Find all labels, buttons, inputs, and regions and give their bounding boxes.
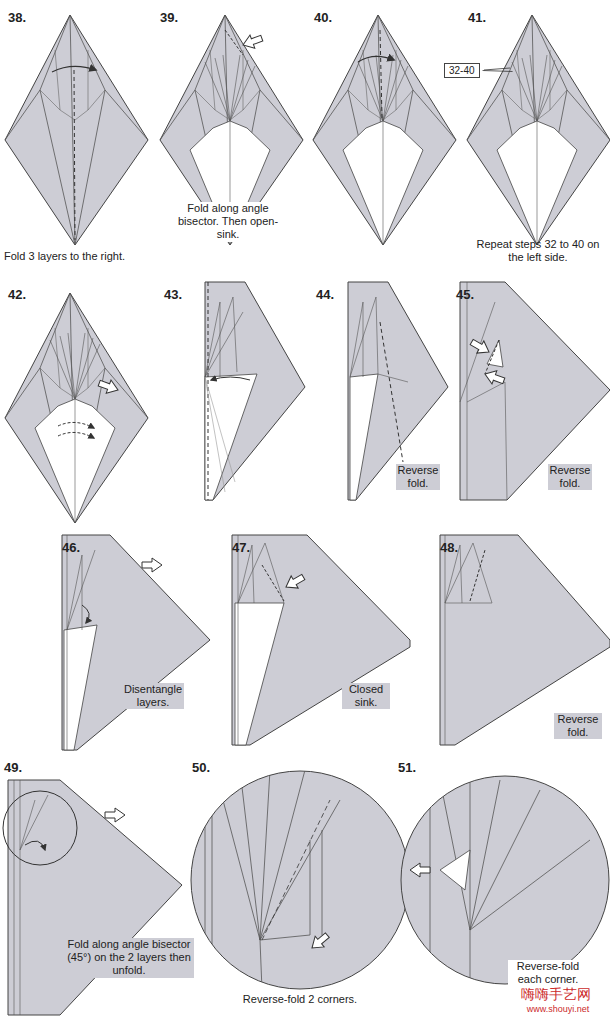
step-number: 38. [8, 10, 48, 26]
step-49 [3, 780, 182, 1015]
step-51 [401, 776, 609, 990]
instruction-text: Reverse-fold each corner. [508, 960, 588, 986]
step-39 [160, 15, 303, 245]
instruction-text: Fold 3 layers to the right. [4, 250, 164, 263]
instruction-text: Reverse-fold 2 corners. [226, 993, 374, 1006]
step-number: 39. [160, 10, 200, 26]
step-number: 44. [316, 287, 356, 303]
instruction-text: Reverse fold. [396, 464, 440, 490]
instruction-text: Fold along angle bisector (45°) on the 2… [64, 938, 194, 978]
step-number: 49. [4, 760, 44, 776]
step-reference-box: 32-40 [444, 63, 480, 78]
step-48 [440, 535, 610, 745]
instruction-text: www.shouyi.net [510, 1004, 606, 1015]
instruction-text: Fold along angle bisector. Then open-sin… [172, 202, 284, 242]
step-42 [5, 293, 148, 523]
step-number: 42. [8, 287, 48, 303]
instruction-text: Reverse fold. [554, 713, 602, 739]
step-38 [5, 15, 148, 245]
step-number: 51. [398, 760, 438, 776]
step-number: 40. [314, 10, 354, 26]
reference-text: 32-40 [449, 65, 475, 76]
step-45 [460, 282, 610, 500]
step-number: 48. [440, 540, 480, 556]
step-number: 50. [192, 760, 232, 776]
step-41 [467, 15, 610, 245]
instruction-text: Disentangle layers. [122, 683, 184, 709]
step-44 [348, 282, 448, 500]
step-40 [313, 15, 456, 245]
step-number: 47. [232, 540, 272, 556]
step-number: 41. [468, 10, 508, 26]
instruction-text: Closed sink. [342, 683, 390, 709]
instruction-text: Repeat steps 32 to 40 on the left side. [468, 238, 608, 264]
instruction-text: 嗨嗨手艺网 [506, 986, 606, 1003]
step-number: 46. [62, 540, 102, 556]
step-number: 43. [164, 287, 204, 303]
step-47 [232, 535, 410, 745]
instruction-text: Reverse fold. [548, 464, 592, 490]
step-number: 45. [456, 287, 496, 303]
leader-line [483, 71, 513, 72]
step-43 [205, 282, 305, 500]
step-46 [62, 535, 210, 750]
step-50 [191, 770, 409, 990]
